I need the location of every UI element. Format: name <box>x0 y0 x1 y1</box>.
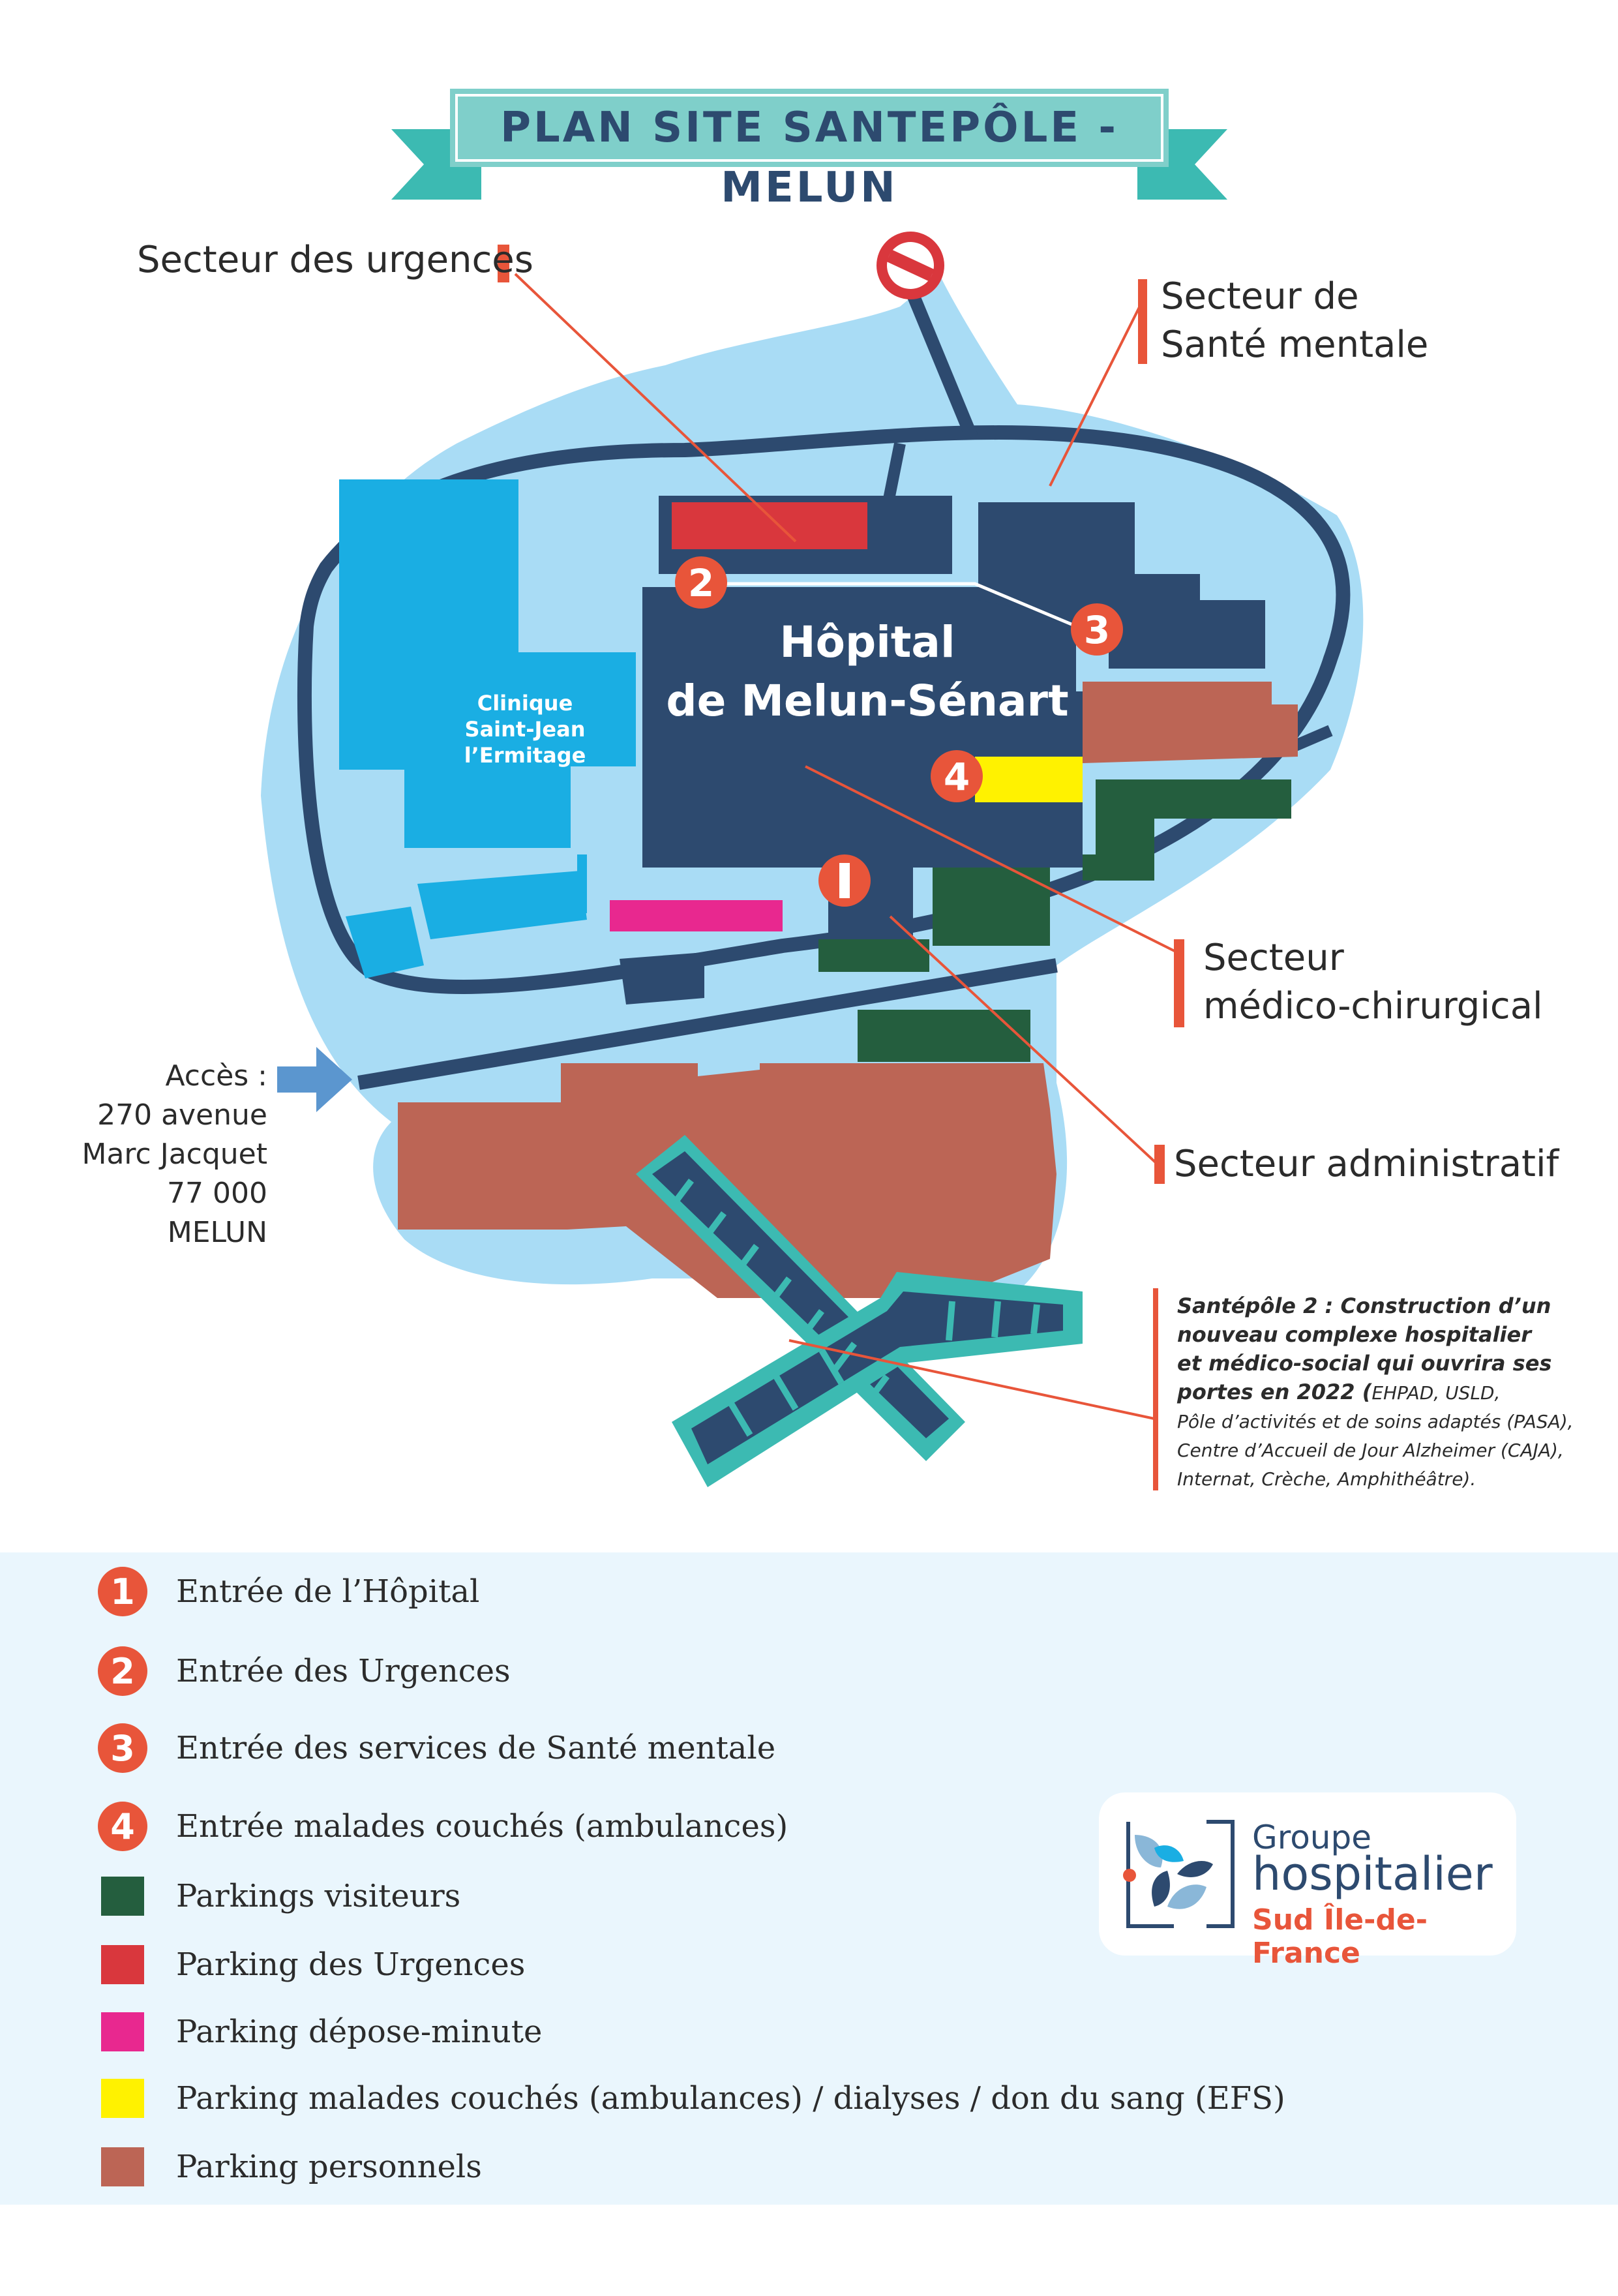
clinic-label: Clinique Saint-Jean l’Ermitage <box>430 690 620 768</box>
marker-1 <box>818 854 871 907</box>
clinic-label-line3: l’Ermitage <box>464 743 586 768</box>
legend-swatch-emergency <box>101 1945 144 1984</box>
clinic-label-line1: Clinique <box>477 691 573 716</box>
callout-medico-line2: médico-chirurgical <box>1203 985 1543 1027</box>
parking-ambulance <box>975 757 1083 802</box>
leaf-logo-icon <box>1123 1820 1235 1928</box>
legend-swatch-ambulance <box>101 2079 144 2118</box>
callout-medico-line1: Secteur <box>1203 937 1344 979</box>
title-ribbon <box>391 89 1227 200</box>
logo-line2: hospitalier <box>1252 1847 1493 1901</box>
svg-text:4: 4 <box>944 755 970 799</box>
legend-label: Parkings visiteurs <box>176 1878 461 1914</box>
north-road <box>903 284 978 440</box>
legend-label: Parking dépose-minute <box>176 2014 543 2050</box>
legend-label: Parking personnels <box>176 2149 482 2185</box>
legend-item-entree-malades-couches: 4 Entrée malades couchés (ambulances) <box>98 1797 788 1856</box>
legend: 1 Entrée de l’Hôpital 2 Entrée des Urgen… <box>0 1552 1618 2205</box>
callout-urgences: Secteur des urgences <box>137 239 533 281</box>
svg-text:2: 2 <box>688 561 714 605</box>
no-entry-icon <box>876 232 944 299</box>
callout-administratif: Secteur administratif <box>1174 1143 1559 1185</box>
note-line3: et médico-social qui ouvrira ses <box>1177 1351 1552 1376</box>
legend-item-parkings-visiteurs: Parkings visiteurs <box>98 1867 460 1926</box>
ribbon-inner-border <box>455 94 1163 162</box>
legend-label: Entrée des services de Santé mentale <box>176 1730 776 1766</box>
callout-sante-mentale-line1: Secteur de <box>1161 275 1359 318</box>
parking-staff-east <box>1083 682 1298 763</box>
page-title: PLAN SITE SANTEPÔLE - MELUN <box>500 104 1118 212</box>
marker-2: 2 <box>675 556 727 609</box>
legend-item-parking-urgences: Parking des Urgences <box>98 1935 525 1994</box>
hospital-label-line2: de Melun-Sénart <box>666 676 1069 726</box>
parking-dropoff <box>610 900 783 931</box>
access-line2: 270 avenue <box>97 1098 267 1132</box>
callout-bars <box>498 245 1184 1490</box>
legend-marker-3: 3 <box>98 1723 147 1773</box>
note-line1: Santépôle 2 : Construction d’un <box>1177 1293 1551 1318</box>
logo-card: Groupe hospitalier Sud Île-de-France <box>1099 1792 1516 1970</box>
parking-emergency <box>672 502 867 549</box>
legend-label: Entrée malades couchés (ambulances) <box>176 1808 788 1845</box>
note-line2: nouveau complexe hospitalier <box>1177 1322 1531 1347</box>
legend-label: Entrée de l’Hôpital <box>176 1573 480 1610</box>
access-line3: Marc Jacquet <box>82 1138 268 1171</box>
marker-4: 4 <box>931 750 983 802</box>
hospital-label-line1: Hôpital <box>779 617 955 667</box>
access-road <box>357 958 1058 1090</box>
legend-swatch-visitors <box>101 1877 144 1916</box>
note-line7: Internat, Crèche, Amphithéâtre). <box>1177 1468 1476 1490</box>
legend-marker-1: 1 <box>98 1567 147 1616</box>
clinic-label-line2: Saint-Jean <box>464 717 586 742</box>
marker-3: 3 <box>1071 603 1123 656</box>
note-line4: portes en 2022 (EHPAD, USLD, <box>1177 1378 1581 1408</box>
note-line6: Centre d’Accueil de Jour Alzheimer (CAJA… <box>1177 1440 1564 1461</box>
callout-medico-chirurgical: Secteur médico-chirurgical <box>1203 934 1543 1031</box>
access-line4: 77 000 <box>167 1177 267 1210</box>
ribbon-band <box>450 89 1169 167</box>
legend-label: Parking des Urgences <box>176 1946 526 1983</box>
svg-text:3: 3 <box>1084 608 1110 652</box>
parking-visitors <box>818 779 1291 1062</box>
legend-item-parking-depose-minute: Parking dépose-minute <box>98 2002 542 2061</box>
hospital-label: Hôpital de Melun-Sénart <box>665 613 1070 731</box>
logo-line3: Sud Île-de-France <box>1252 1903 1428 1970</box>
callout-lines <box>514 273 1184 1420</box>
new-building <box>636 1135 1083 1487</box>
access-address: Accès : 270 avenue Marc Jacquet 77 000 M… <box>78 1057 268 1252</box>
santepole-2-note: Santépôle 2 : Construction d’un nouveau … <box>1177 1292 1581 1494</box>
hospital-inner-line <box>678 582 1077 628</box>
access-line1: Accès : <box>165 1059 267 1093</box>
arrow-right-icon <box>277 1047 352 1112</box>
legend-item-parking-personnels: Parking personnels <box>98 2137 482 2196</box>
callout-sante-mentale: Secteur de Santé mentale <box>1161 273 1428 369</box>
logo-line1: Groupe <box>1252 1819 1371 1856</box>
legend-marker-2: 2 <box>98 1646 147 1696</box>
legend-item-parking-malades-couches: Parking malades couchés (ambulances) / d… <box>98 2069 1285 2128</box>
legend-item-entree-urgences: 2 Entrée des Urgences <box>98 1642 511 1700</box>
clinic-buildings <box>339 479 636 978</box>
legend-marker-4: 4 <box>98 1802 147 1851</box>
note-line4-light: EHPAD, USLD, <box>1371 1382 1501 1404</box>
legend-label: Parking malades couchés (ambulances) / d… <box>176 2080 1285 2117</box>
legend-label: Entrée des Urgences <box>176 1653 511 1689</box>
legend-swatch-staff <box>101 2147 144 2186</box>
access-line5: MELUN <box>167 1216 267 1249</box>
site-map: 2 3 4 <box>261 89 1364 1490</box>
legend-item-entree-sante-mentale: 3 Entrée des services de Santé mentale <box>98 1719 775 1777</box>
legend-swatch-dropoff <box>101 2012 144 2051</box>
callout-sante-mentale-line2: Santé mentale <box>1161 324 1429 366</box>
legend-item-entree-hopital: 1 Entrée de l’Hôpital <box>98 1562 479 1621</box>
note-line5: Pôle d’activités et de soins adaptés (PA… <box>1177 1411 1574 1432</box>
note-line4-strong: portes en 2022 ( <box>1177 1380 1372 1404</box>
